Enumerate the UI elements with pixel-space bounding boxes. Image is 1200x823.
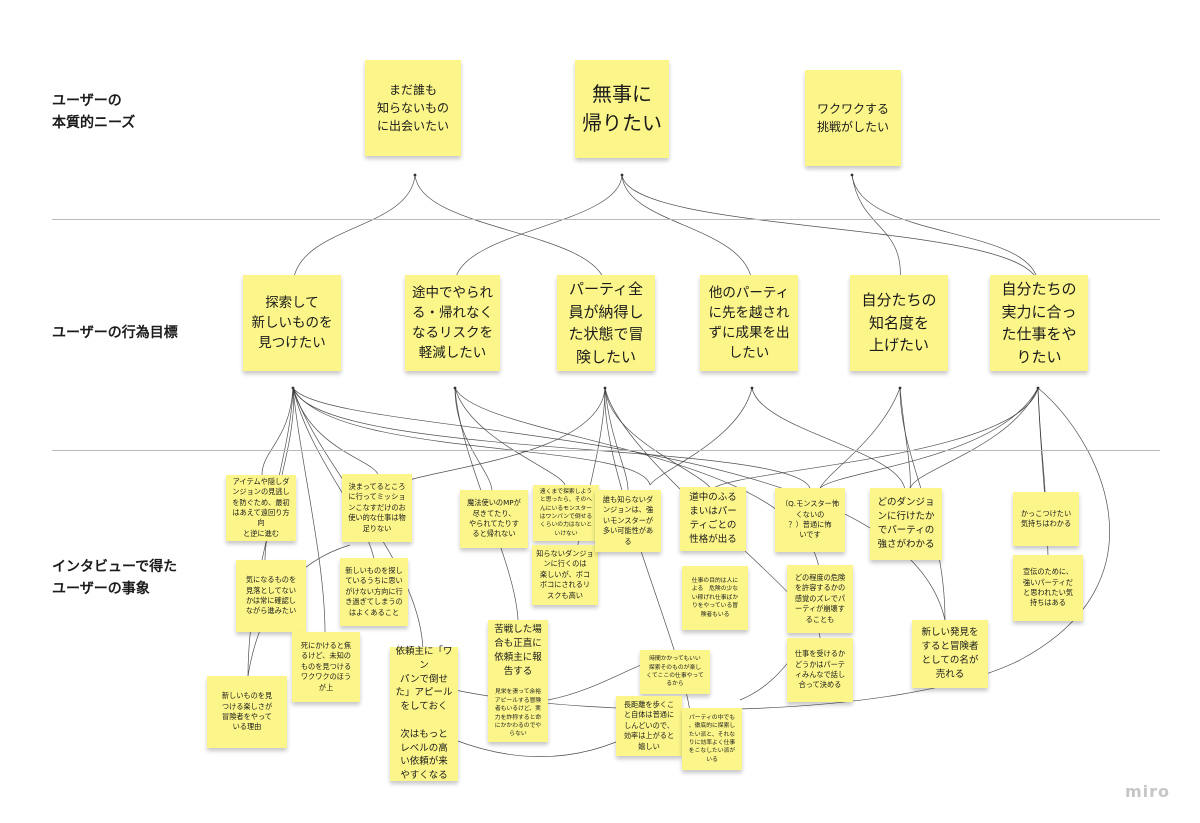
need-note-exciting-challenge[interactable]: ワクワクする 挑戦がしたい xyxy=(805,70,901,166)
connector xyxy=(454,387,1110,711)
connector xyxy=(851,174,901,283)
goal-note-party-consensus[interactable]: パーティ全 員が納得し た状態で冒 険したい xyxy=(557,275,655,371)
event-note-e22[interactable]: 新しい発見を すると冒険者 としての名が 売れる xyxy=(912,620,988,688)
connector xyxy=(711,387,1039,491)
divider-top xyxy=(52,219,1160,220)
connector xyxy=(604,387,713,491)
connector xyxy=(292,387,326,633)
event-note-e18-main: 苦戦した場 合も正直に 依頼主に報 告する xyxy=(494,624,542,677)
event-note-e2[interactable]: 決まってるところ に行ってミッショ ンこなすだけのお 使い的な仕事は物 足りない xyxy=(342,474,412,542)
connector xyxy=(292,174,416,283)
connector xyxy=(454,387,493,491)
connector xyxy=(414,174,606,283)
goal-note-reduce-risk[interactable]: 途中でやられ る・帰れなく なるリスクを 軽減したい xyxy=(405,275,500,371)
connector xyxy=(604,387,629,491)
connector xyxy=(621,174,1039,283)
connector xyxy=(649,387,753,486)
need-note-safe-return[interactable]: 無事に 帰りたい xyxy=(575,60,669,158)
goals-row-label: ユーザーの行為目標 xyxy=(52,325,178,341)
goal-note-outpace-others[interactable]: 他のパーティ に先を越され ずに成果を出 したい xyxy=(700,275,798,371)
divider-bottom xyxy=(52,450,1160,451)
connector xyxy=(292,387,376,566)
connector xyxy=(292,387,379,476)
goal-note-fame[interactable]: 自分たちの 知名度を 上げたい xyxy=(850,275,948,371)
connector xyxy=(621,174,753,283)
needs-row-label: ユーザーの 本質的ニーズ xyxy=(52,93,136,132)
connector xyxy=(261,387,294,476)
connector xyxy=(819,387,901,489)
event-note-e17[interactable]: 仕事を受けるか どうかはパーテ ィみんなで話し 合って決める xyxy=(787,638,853,702)
event-note-e15[interactable]: どのダンジョ ンに行けたか でパーティの 強さがわかる xyxy=(870,488,942,560)
event-note-e6[interactable]: 新しいものを見 つける楽しさが 冒険者をやって いる理由 xyxy=(207,676,287,748)
connector xyxy=(851,174,1039,283)
event-note-e16[interactable]: どの程度の危険 を許容するかの 感覚のズレでパ ーティが崩壊す ることも xyxy=(787,565,853,633)
event-note-e20[interactable]: 長距離を歩くこ と自体は普通に しんどいので、 効率は上がると 嬉しい xyxy=(616,696,682,756)
event-note-e7-main: 依頼主に「ワン パンで倒せ た」アピール をしておく xyxy=(395,646,453,713)
event-note-e24[interactable]: 宣伝のために、 強いパーティだ と思われたい気 持ちはある xyxy=(1013,555,1083,621)
event-note-e12[interactable]: 道中のふる まいはパー ティごとの 性格が出る xyxy=(680,487,746,551)
connector xyxy=(751,387,906,491)
event-note-e19[interactable]: 時間かかってもいい 探索そのものが楽し くてここの仕事やって るから xyxy=(640,650,710,694)
event-note-e7-sub: 次はもっと レベルの高 い依頼が来 やすくなる xyxy=(400,728,448,782)
event-note-e10[interactable]: 知らないダンジョ ンに行くのは 楽しいが、ボコ ボコにされるリ スクも高い xyxy=(532,545,598,605)
need-note-unknown-discovery[interactable]: まだ誰も 知らないもの に出会いたい xyxy=(365,60,461,156)
event-note-e18-sub: 見栄を張って余裕 アピールする冒険 者もいるけど、実 力を詐称すると命 にかかわ… xyxy=(494,689,542,738)
event-note-e7[interactable]: 依頼主に「ワン パンで倒せ た」アピール をしておく 次はもっと レベルの高 い… xyxy=(390,646,458,782)
connector xyxy=(899,387,911,491)
event-note-e8[interactable]: 魔法使いのMPが 尽きてたり、 やられてたりす ると帰れない xyxy=(460,490,528,548)
event-note-e14[interactable]: （Q.モンスター怖くないの ？）普通に怖 いです xyxy=(775,488,845,552)
event-note-e18[interactable]: 苦戦した場 合も正直に 依頼主に報 告する 見栄を張って余裕 アピールする冒険 … xyxy=(488,620,548,742)
event-note-e13[interactable]: 仕事の目的は人に よる 危険の少な い稼げれ仕事ばか りをやっている冒 険者もい… xyxy=(682,566,748,630)
event-note-e9[interactable]: 遠くまで探索しよう と思ったら、そのへ んにいるモンスター はワンパンで倒せる … xyxy=(533,485,599,541)
event-note-e1[interactable]: アイテムや隠しダ ンジョンの見逃し を防ぐため、最初 はあえて遠回り方向 と逆に… xyxy=(226,475,296,541)
connector xyxy=(819,387,1039,489)
connector xyxy=(292,387,651,486)
goal-note-explore[interactable]: 探索して 新しいものを 見つけたい xyxy=(243,275,341,371)
events-row-label: インタビューで得た ユーザーの事象 xyxy=(52,559,178,598)
event-note-e23[interactable]: かっこつけたい 気持ちはわかる xyxy=(1013,492,1079,546)
event-note-e3[interactable]: 気になるものを 見落としてない かは常に確認し ながら進みたい xyxy=(236,560,306,632)
connector xyxy=(399,387,606,486)
connector xyxy=(454,174,623,283)
event-note-e5[interactable]: 死にかけると焦 るけど、未知の ものを見つける ワクワクのほう が上 xyxy=(292,632,360,702)
event-note-e21[interactable]: パーティの中でも 、徹底的に探索し たい派と、それな りに効率よく仕事 をこなし… xyxy=(682,708,742,770)
event-note-e4[interactable]: 新しいものを探し ているうちに思い がけない方向に行 き過ぎてしまうの はよくあ… xyxy=(340,558,408,626)
goal-note-suitable-work[interactable]: 自分たちの 実力に合っ た仕事をや りたい xyxy=(990,275,1088,371)
connector xyxy=(1037,387,1046,493)
connector xyxy=(909,387,1039,491)
miro-logo: miro xyxy=(1124,782,1170,801)
event-note-e11[interactable]: 誰も知らないダ ンジョンは、強 いモンスターが 多い可能性があ る xyxy=(595,490,661,552)
connector xyxy=(292,387,811,489)
